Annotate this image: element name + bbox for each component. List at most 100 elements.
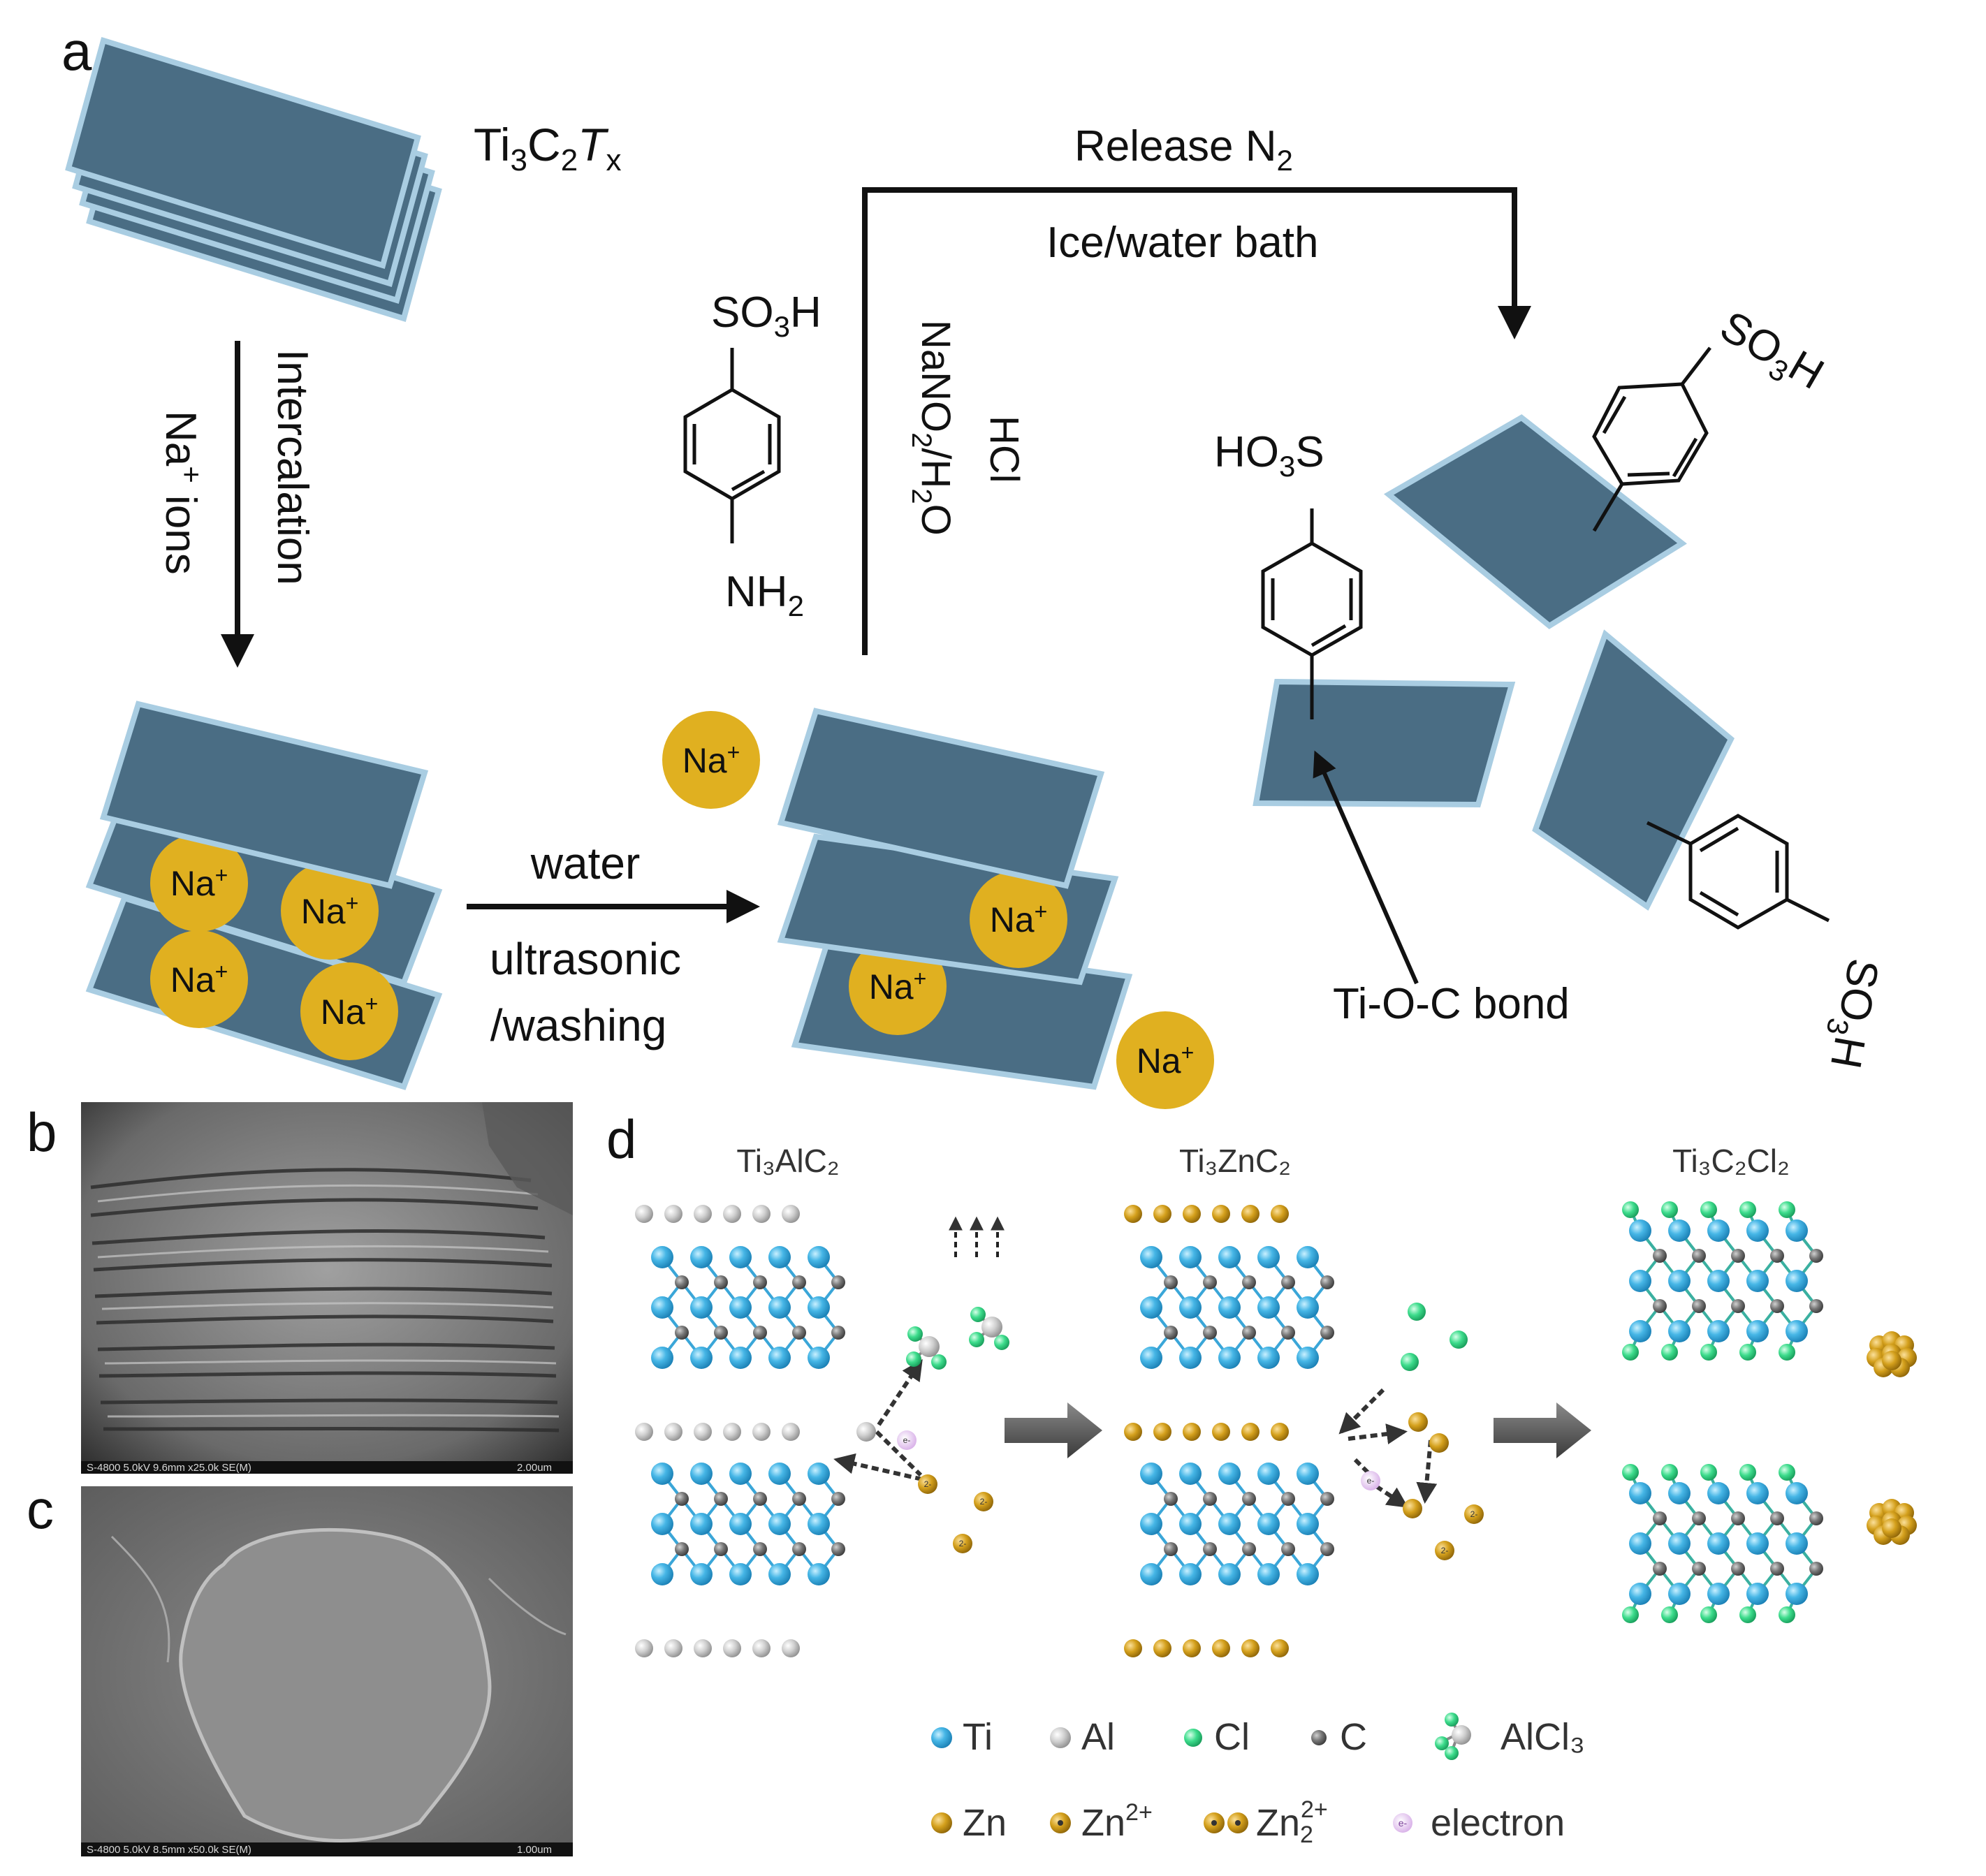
so3h-right-label: SO3H	[1709, 302, 1832, 404]
ti-atom	[651, 1347, 673, 1369]
ti-atom	[690, 1246, 713, 1268]
c-atom	[714, 1542, 728, 1556]
al-atom	[856, 1422, 876, 1442]
ti-atom	[1297, 1463, 1319, 1485]
ti-atom	[651, 1246, 673, 1268]
c-atom	[792, 1542, 806, 1556]
crystal-structures	[635, 1201, 1823, 1657]
c-atom	[1203, 1542, 1217, 1556]
c-atom	[1203, 1492, 1217, 1506]
cl-atom	[1622, 1201, 1639, 1218]
c-atom	[831, 1492, 845, 1506]
svg-text:Na+: Na+	[170, 863, 228, 903]
svg-text:Cl: Cl	[1214, 1716, 1250, 1758]
al-atom	[782, 1639, 800, 1657]
ti-atom	[729, 1347, 752, 1369]
ti-atom	[1218, 1563, 1241, 1585]
ti-atom	[690, 1563, 713, 1585]
zn-atom	[1271, 1639, 1289, 1657]
zn-atom	[1183, 1205, 1201, 1223]
ti-atom	[1140, 1246, 1162, 1268]
zn-clusters	[1867, 1331, 1917, 1545]
electron: e-	[897, 1430, 917, 1450]
delaminated-stack: Na+ Na+	[777, 708, 1133, 1090]
ice-bath-label: Ice/water bath	[1046, 219, 1318, 267]
c-atom	[1653, 1562, 1667, 1576]
zn2-ion: 2-	[953, 1534, 972, 1553]
c-atom	[792, 1275, 806, 1289]
phenyl-group-left	[1261, 508, 1363, 719]
zn-atom	[1153, 1423, 1171, 1441]
ti-atom	[1179, 1463, 1202, 1485]
c-atom	[1731, 1249, 1745, 1263]
al-atom	[752, 1639, 771, 1657]
c-atom	[753, 1326, 767, 1340]
al-atom	[723, 1423, 741, 1441]
zn-atom	[1124, 1423, 1142, 1441]
c-atom	[1320, 1542, 1334, 1556]
phenyl-group-top	[1592, 346, 1711, 532]
c-atom	[1281, 1326, 1295, 1340]
c-atom	[792, 1326, 806, 1340]
zn2-ion	[1429, 1433, 1449, 1453]
cl-ion	[1401, 1353, 1419, 1371]
c-atom	[1692, 1299, 1706, 1313]
legend-zn22: Zn22+	[1204, 1796, 1328, 1848]
ti-atom	[1218, 1347, 1241, 1369]
c-atom	[1281, 1542, 1295, 1556]
c-atom	[1242, 1542, 1256, 1556]
ti-atom	[651, 1563, 673, 1585]
ti-atom	[1140, 1296, 1162, 1319]
ti-atom	[1786, 1482, 1808, 1504]
c-atom	[1164, 1542, 1178, 1556]
legend: Ti Al Cl C AlCl₃ Zn Zn2+ Zn22+ e-electro…	[931, 1713, 1585, 1848]
ti-atom	[1179, 1296, 1202, 1319]
zn-atom	[1241, 1205, 1259, 1223]
ti3c2cl2-structure	[1622, 1201, 1823, 1623]
ti-atom	[1257, 1563, 1280, 1585]
cl-ion	[1408, 1303, 1426, 1321]
ti-atom	[1218, 1246, 1241, 1268]
c-atom	[1164, 1275, 1178, 1289]
cl-atom	[1622, 1606, 1639, 1623]
ti-atom	[1746, 1320, 1769, 1342]
zn-cluster	[1867, 1499, 1917, 1545]
ti-atom	[690, 1463, 713, 1485]
phenyl-group-bottom	[1646, 814, 1830, 930]
ti-atom	[1746, 1532, 1769, 1555]
c-atom	[1731, 1562, 1745, 1576]
intercalated-stack: Na+ Na+ Na+ Na+	[85, 701, 443, 1090]
c-atom	[714, 1326, 728, 1340]
zn2-ion: 2-	[918, 1474, 937, 1494]
c-atom	[1770, 1511, 1784, 1525]
ti-atom	[1707, 1532, 1730, 1555]
reaction-arrow	[862, 187, 1531, 655]
ho3s-label: HO3S	[1214, 428, 1324, 483]
c-atom	[675, 1492, 689, 1506]
ti-atom	[1218, 1463, 1241, 1485]
cl-atom	[1779, 1606, 1795, 1623]
ti-atom	[1668, 1320, 1691, 1342]
svg-text:e-: e-	[903, 1435, 911, 1445]
al-atom	[782, 1205, 800, 1223]
ti-atom	[1297, 1246, 1319, 1268]
c-atom	[1809, 1249, 1823, 1263]
ti-atom	[1179, 1347, 1202, 1369]
c-atom	[753, 1542, 767, 1556]
ti-atom	[1786, 1532, 1808, 1555]
ti-atom	[729, 1463, 752, 1485]
sem-b-meta: S-4800 5.0kV 9.6mm x25.0k SE(M)	[87, 1462, 251, 1474]
ti-atom	[729, 1296, 752, 1319]
svg-text:Na+: Na+	[682, 740, 740, 780]
legend-c: C	[1311, 1716, 1367, 1758]
ti3znc2-label: Ti₃ZnC₂	[1179, 1143, 1291, 1179]
zn2-ion	[1403, 1499, 1422, 1518]
zn-atom	[1124, 1639, 1142, 1657]
ti3c2cl2-label: Ti₃C₂Cl₂	[1672, 1143, 1790, 1179]
c-atom	[1653, 1511, 1667, 1525]
c-atom	[1281, 1275, 1295, 1289]
ti-atom	[1257, 1513, 1280, 1535]
ti-atom	[768, 1513, 791, 1535]
panel-c-label: c	[27, 1479, 54, 1540]
svg-text:AlCl₃: AlCl₃	[1501, 1716, 1585, 1758]
